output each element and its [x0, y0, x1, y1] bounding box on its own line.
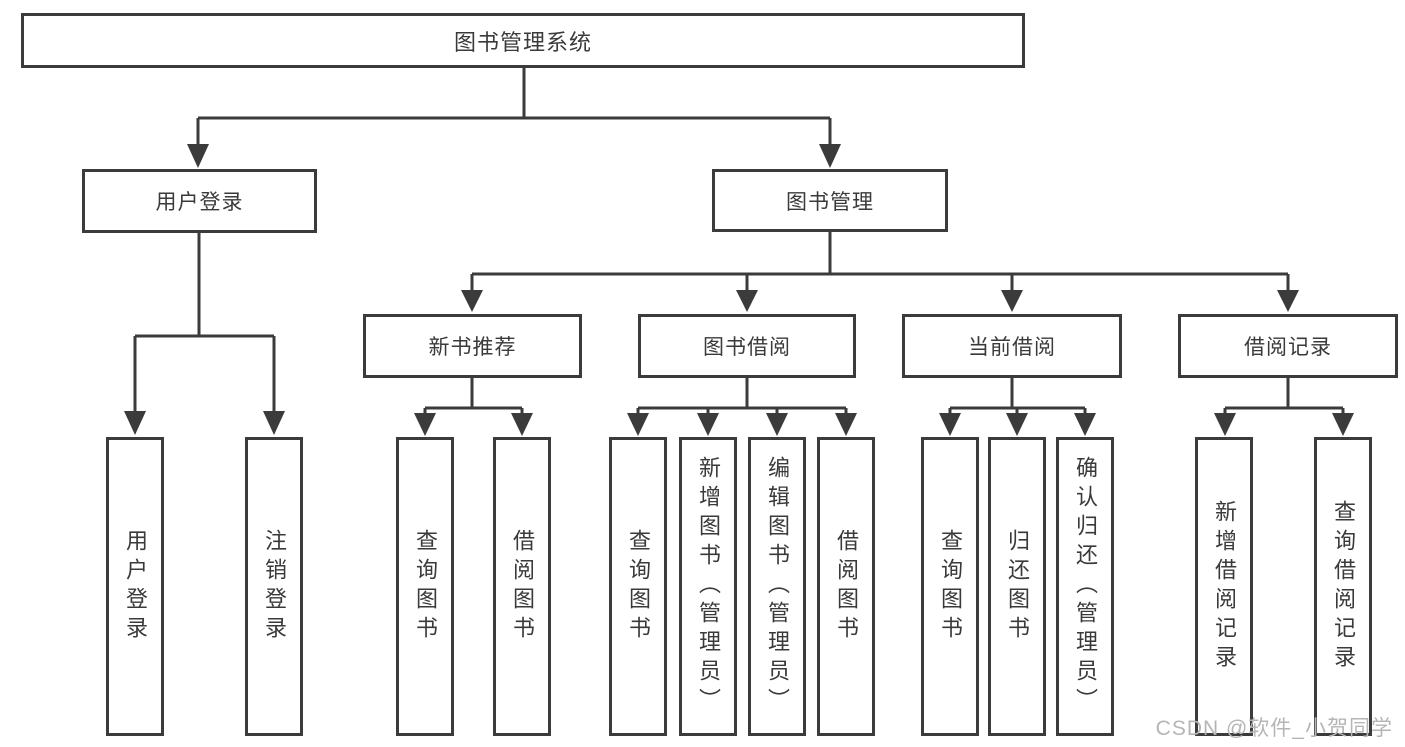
node-label: 用户登录	[155, 191, 244, 214]
node-user-login: 用户登录	[82, 169, 317, 233]
node-new-book-recommend: 新书推荐	[363, 314, 582, 378]
leaf-query-books-recommend: 查询图书	[396, 437, 454, 736]
node-label: 编辑图书（管理员）	[765, 456, 790, 717]
leaf-confirm-return-admin: 确认归还（管理员）	[1056, 437, 1114, 736]
leaf-return-books: 归还图书	[988, 437, 1046, 736]
node-book-management: 图书管理	[712, 169, 948, 232]
node-current-borrowing: 当前借阅	[902, 314, 1122, 378]
node-label: 图书管理系统	[453, 29, 592, 55]
node-borrowing-records: 借阅记录	[1178, 314, 1398, 378]
node-label: 图书管理	[786, 190, 874, 214]
node-label: 借阅图书	[510, 528, 535, 645]
node-label: 用户登录	[123, 528, 148, 645]
leaf-query-borrow-record: 查询借阅记录	[1314, 437, 1372, 736]
leaf-borrow-books: 借阅图书	[817, 437, 875, 736]
leaf-user-login: 用户登录	[106, 437, 164, 736]
leaf-query-books-current: 查询图书	[921, 437, 979, 736]
node-label: 查询图书	[626, 528, 651, 645]
leaf-logout: 注销登录	[245, 437, 303, 736]
node-label: 归还图书	[1005, 528, 1030, 645]
node-label: 图书借阅	[703, 336, 791, 359]
node-book-borrowing: 图书借阅	[638, 314, 856, 378]
csdn-watermark: CSDN @软件_小贺同学	[1155, 717, 1393, 740]
node-label: 注销登录	[262, 528, 287, 645]
node-label: 新增图书（管理员）	[696, 456, 721, 717]
leaf-query-books-borrowing: 查询图书	[609, 437, 667, 736]
node-label: 查询图书	[413, 528, 438, 645]
node-library-management-system: 图书管理系统	[21, 13, 1025, 68]
node-label: 查询借阅记录	[1331, 499, 1356, 674]
leaf-add-borrow-record: 新增借阅记录	[1195, 437, 1253, 736]
node-label: 新书推荐	[428, 336, 517, 359]
node-label: 新增借阅记录	[1212, 499, 1237, 674]
leaf-borrow-books-recommend: 借阅图书	[493, 437, 551, 736]
node-label: 借阅记录	[1244, 336, 1332, 359]
node-label: 查询图书	[938, 528, 963, 645]
leaf-edit-books-admin: 编辑图书（管理员）	[748, 437, 806, 736]
node-label: 当前借阅	[968, 336, 1056, 359]
leaf-add-books-admin: 新增图书（管理员）	[679, 437, 737, 736]
node-label: 确认归还（管理员）	[1073, 456, 1098, 717]
node-label: 借阅图书	[834, 528, 859, 645]
